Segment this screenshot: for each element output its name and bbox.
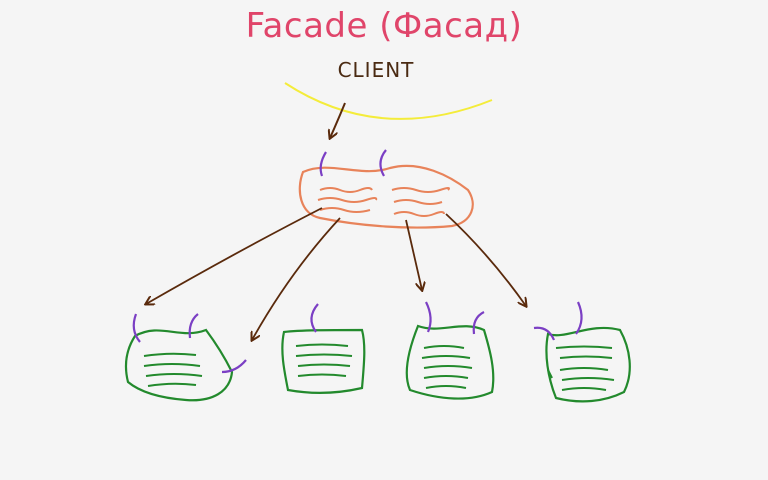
facade-outline <box>298 164 474 229</box>
arrow-facade-to-sub3 <box>405 219 422 290</box>
arrow-facade-to-sub2 <box>252 217 341 340</box>
subsystem-3-connectors <box>425 301 485 335</box>
subsystem-2-lines <box>295 343 353 377</box>
facade-connector-right <box>379 149 387 177</box>
client-arc <box>284 82 493 120</box>
arrow-client-to-facade <box>330 102 346 138</box>
facade-connector-left <box>319 151 327 177</box>
subsystem-4-outline <box>545 326 631 403</box>
subsystem-1-connectors <box>132 313 247 374</box>
subsystem-4-connectors <box>533 301 583 341</box>
subsystem-4 <box>533 301 631 403</box>
facade-box <box>298 149 474 229</box>
subsystem-2-outline <box>281 328 366 394</box>
subsystem-2 <box>281 303 366 394</box>
subsystem-2-connector <box>310 303 319 333</box>
arrow-facade-to-sub4 <box>445 213 526 306</box>
subsystem-1-lines <box>143 352 203 387</box>
diagram-title: Facade (Фасад) <box>245 6 523 46</box>
arrow-facade-to-sub1 <box>146 207 323 304</box>
subsystem-1 <box>124 313 247 402</box>
client-label: CLIENT <box>337 58 415 82</box>
subsystem-3-outline <box>405 324 495 400</box>
subsystem-4-lines <box>547 345 615 391</box>
subsystem-3-lines <box>421 345 473 389</box>
facade-arrows <box>146 207 526 340</box>
facade-text-lines <box>317 187 450 217</box>
subsystem-3 <box>405 301 495 400</box>
